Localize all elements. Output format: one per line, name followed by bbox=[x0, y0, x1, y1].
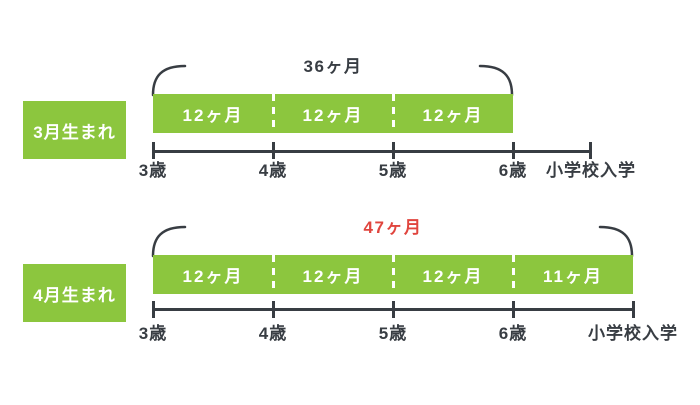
segment-divider bbox=[511, 255, 515, 294]
bar-segment: 12ヶ月 bbox=[182, 106, 244, 125]
bar-segment: 12ヶ月 bbox=[182, 267, 244, 286]
row-label-april: 4月生まれ bbox=[23, 264, 126, 322]
bracket-right-curve bbox=[598, 225, 634, 258]
axis-tick bbox=[631, 301, 635, 318]
axis-label-school-entry: 小学校入学 bbox=[546, 161, 636, 180]
timeline-bar-march: 12ヶ月 12ヶ月 12ヶ月 bbox=[153, 94, 513, 133]
bracket-left-curve bbox=[151, 225, 187, 258]
axis-label-age3: 3歳 bbox=[138, 324, 168, 343]
segment-divider bbox=[271, 255, 275, 294]
bar-segment: 12ヶ月 bbox=[422, 106, 484, 125]
axis-label-age5: 5歳 bbox=[378, 324, 408, 343]
axis-label-school-entry: 小学校入学 bbox=[588, 324, 678, 343]
bar-segment: 11ヶ月 bbox=[543, 267, 603, 286]
bar-segment: 12ヶ月 bbox=[302, 106, 364, 125]
axis-tick bbox=[271, 301, 275, 318]
duration-total-label-highlight: 47ヶ月 bbox=[363, 218, 423, 237]
bracket-left-curve bbox=[151, 64, 187, 97]
axis-tick bbox=[151, 301, 155, 318]
axis-label-age4: 4歳 bbox=[258, 324, 288, 343]
segment-divider bbox=[391, 255, 395, 294]
segment-divider bbox=[391, 94, 395, 133]
axis-label-age5: 5歳 bbox=[378, 161, 408, 180]
axis-label-age3: 3歳 bbox=[138, 161, 168, 180]
row-label-march: 3月生まれ bbox=[23, 101, 126, 159]
axis-tick bbox=[391, 142, 395, 159]
axis-label-age6: 6歳 bbox=[498, 161, 528, 180]
duration-total-label: 36ヶ月 bbox=[303, 57, 363, 76]
segment-divider bbox=[271, 94, 275, 133]
bracket-right-curve bbox=[478, 64, 514, 97]
axis-tick bbox=[588, 142, 592, 159]
axis-tick bbox=[511, 301, 515, 318]
axis-tick bbox=[271, 142, 275, 159]
axis-tick bbox=[391, 301, 395, 318]
bar-segment: 12ヶ月 bbox=[422, 267, 484, 286]
axis-label-age4: 4歳 bbox=[258, 161, 288, 180]
timeline-bar-april: 12ヶ月 12ヶ月 12ヶ月 11ヶ月 bbox=[153, 255, 633, 294]
bar-segment: 12ヶ月 bbox=[302, 267, 364, 286]
axis-tick bbox=[511, 142, 515, 159]
axis-label-age6: 6歳 bbox=[498, 324, 528, 343]
duration-bracket bbox=[151, 225, 634, 258]
duration-bracket bbox=[151, 64, 514, 97]
age-axis bbox=[153, 150, 591, 153]
axis-tick bbox=[151, 142, 155, 159]
